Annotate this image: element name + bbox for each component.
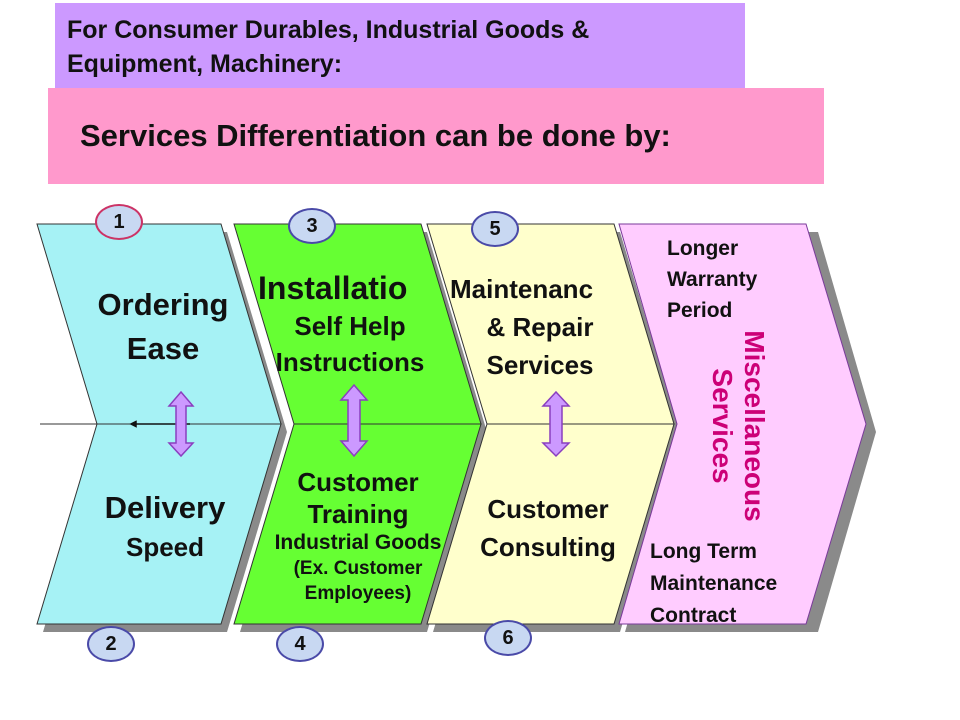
step-badge-2: 2 — [87, 626, 135, 662]
warranty-line-2: Warranty — [667, 268, 758, 291]
header-line-1: For Consumer Durables, Industrial Goods … — [67, 16, 590, 44]
consulting-line-1: Customer — [487, 494, 609, 524]
header-banner: For Consumer Durables, Industrial Goods … — [55, 3, 745, 91]
installation-line-2: Self Help — [294, 311, 406, 341]
consulting-line-2: Consulting — [480, 532, 616, 562]
panel-customer-training — [233, 423, 482, 625]
training-line-2: Training — [307, 499, 409, 529]
warranty-line-3: Period — [667, 299, 733, 322]
panel-customer-consulting — [426, 423, 675, 625]
double-arrow-icon — [541, 390, 571, 458]
ordering-ease-label: Ordering Ease — [78, 283, 248, 371]
delivery-speed-label: Delivery Speed — [80, 489, 250, 567]
step-badge-4: 4 — [276, 626, 324, 662]
installation-line-1: Installatio — [258, 270, 408, 306]
step-badge-1: 1 — [95, 204, 143, 240]
long-term-line-1: Long Term — [650, 540, 757, 563]
maintenance-line-2: & Repair — [486, 312, 594, 342]
miscellaneous-services-title: Miscellaneous Services — [706, 330, 770, 521]
warranty-line-1: Longer — [667, 237, 739, 260]
header-line-2: Equipment, Machinery: — [67, 50, 343, 78]
training-line-5: Employees) — [304, 583, 412, 604]
maintenance-line-1: Maintenanc — [450, 274, 594, 304]
training-line-3: Industrial Goods — [274, 531, 442, 554]
customer-consulting-label: Customer Consulting — [462, 490, 634, 566]
ordering-line-1: Ordering — [97, 287, 229, 322]
maintenance-line-3: Services — [486, 350, 594, 380]
customer-training-label: Customer Training Industrial Goods (Ex. … — [252, 466, 464, 606]
misc-title-line-2: Services — [707, 368, 738, 484]
double-arrow-icon — [167, 390, 195, 458]
long-term-line-2: Maintenance — [650, 572, 778, 595]
long-term-line-3: Contract — [650, 604, 737, 627]
delivery-line-1: Delivery — [104, 490, 226, 525]
misc-title-line-1: Miscellaneous — [739, 330, 770, 522]
maintenance-label: Maintenanc & Repair Services — [450, 270, 630, 384]
subheader-banner: Services Differentiation can be done by: — [48, 88, 824, 184]
panel-delivery-speed — [36, 423, 282, 625]
step-badge-6: 6 — [484, 620, 532, 656]
step-badge-3: 3 — [288, 208, 336, 244]
double-arrow-icon — [339, 383, 369, 458]
longer-warranty-label: Longer Warranty Period — [667, 233, 757, 326]
step-badge-5: 5 — [471, 211, 519, 247]
long-term-maintenance-label: Long Term Maintenance Contract — [650, 536, 777, 632]
installation-label: Installatio Self Help Instructions — [250, 268, 450, 380]
training-line-1: Customer — [297, 467, 419, 497]
delivery-line-2: Speed — [125, 532, 205, 562]
panel-miscellaneous — [618, 223, 867, 625]
training-line-4: (Ex. Customer — [293, 558, 423, 579]
ordering-line-2: Ease — [126, 331, 200, 366]
installation-line-3: Instructions — [275, 347, 425, 377]
